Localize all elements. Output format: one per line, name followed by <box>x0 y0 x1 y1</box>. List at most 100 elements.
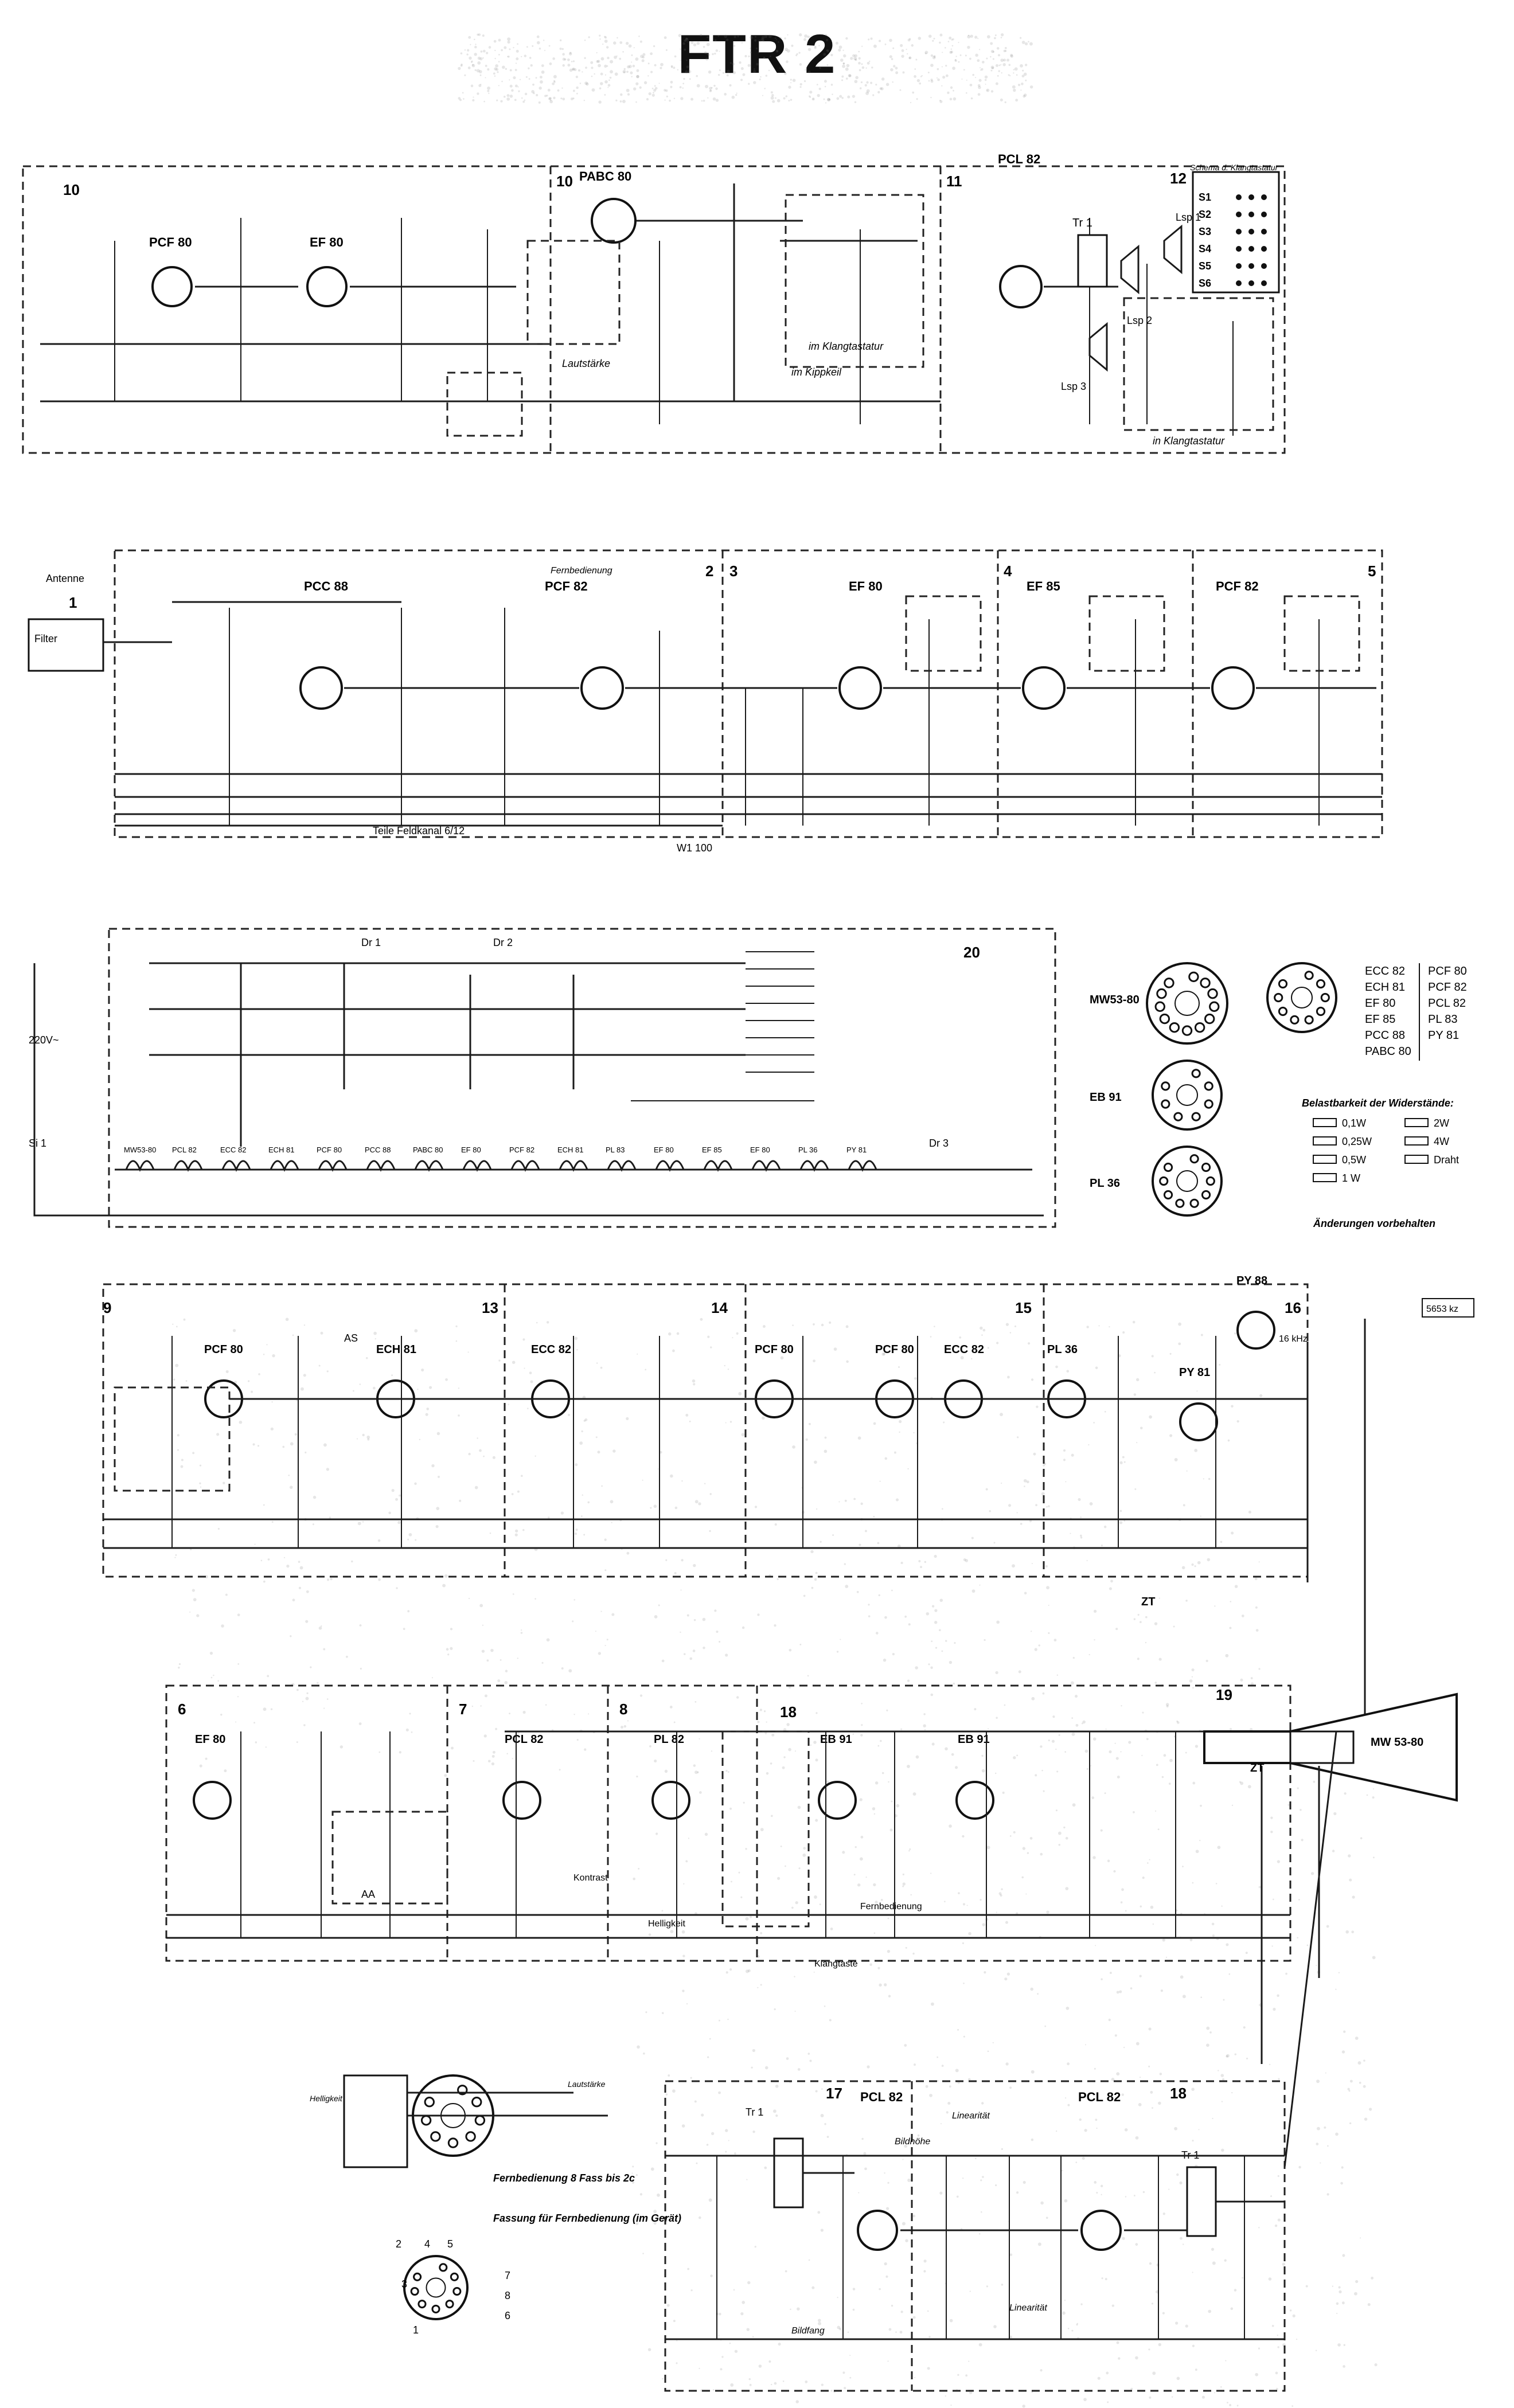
tube-type-label: PCL 82 <box>1428 997 1466 1010</box>
socket-pin <box>1191 1112 1201 1121</box>
stage-number: 2 <box>705 562 713 580</box>
socket-pin <box>1164 978 1174 988</box>
section-vertical: 17 18 PCL 82 PCL 82 Tr 1 Tr 1 Linearität… <box>664 1731 1337 2392</box>
tube-type-label: PCF 82 <box>1428 981 1467 994</box>
tube-type-label: PY 81 <box>1428 1029 1459 1042</box>
key-dot <box>1236 280 1242 286</box>
heater-tube-label: PL 83 <box>606 1146 625 1154</box>
socket-pin <box>465 2131 476 2142</box>
key-row-label: S3 <box>1199 226 1211 237</box>
socket-pin <box>1189 1198 1199 1208</box>
socket-pin <box>1161 1081 1170 1091</box>
heater-element <box>559 1160 588 1172</box>
video-tube <box>1179 1402 1218 1441</box>
socket-pin <box>1159 1176 1169 1186</box>
tube-label: PCL 82 <box>860 2090 903 2104</box>
legend-swatch <box>1313 1118 1337 1127</box>
tube-label: PCL 82 <box>998 152 1040 166</box>
legend-label: Draht <box>1434 1154 1459 1166</box>
socket-pin <box>420 2115 432 2126</box>
heater-element <box>462 1160 492 1172</box>
stage-number: 9 <box>103 1299 111 1316</box>
annotation: Teile Feldkanal 6/12 <box>373 825 465 836</box>
socket-pin <box>1204 1099 1213 1109</box>
speaker-label: Lsp 2 <box>1127 315 1152 326</box>
socket-pin <box>1304 1015 1314 1025</box>
socket-pin <box>452 2286 462 2296</box>
key-dot <box>1236 263 1242 269</box>
revision-note: Änderungen vorbehalten <box>1313 1218 1435 1229</box>
pin-label: 1 <box>413 2324 419 2336</box>
socket-pin <box>1189 1154 1199 1164</box>
crt-yoke <box>1289 1730 1355 1764</box>
annotation: Tr 1 <box>746 2106 763 2118</box>
socket-pin <box>1154 1001 1165 1012</box>
socket-pin <box>1159 1013 1170 1025</box>
socket-pin <box>1161 1099 1170 1109</box>
heater-tube-label: PCL 82 <box>172 1146 197 1154</box>
speaker-icon <box>1163 224 1183 275</box>
key-dot <box>1261 229 1267 234</box>
key-dot <box>1248 212 1254 217</box>
heater-element <box>510 1160 540 1172</box>
sync-tube <box>818 1781 857 1820</box>
socket-label: EB 91 <box>1090 1091 1122 1104</box>
tube-label: PABC 80 <box>579 169 631 183</box>
heater-tube-label: MW53-80 <box>124 1146 156 1154</box>
key-row-label: S5 <box>1199 260 1211 272</box>
tube-type-label: PL 83 <box>1428 1013 1458 1026</box>
key-dot <box>1236 212 1242 217</box>
socket-pin <box>431 2304 440 2313</box>
socket-pin <box>1316 1006 1326 1017</box>
heater-element <box>221 1160 251 1172</box>
mains-label: 220V~ <box>29 1034 59 1046</box>
heater-element <box>655 1160 685 1172</box>
filter-label: Filter <box>34 633 57 644</box>
socket-pin <box>1163 1162 1173 1172</box>
stage-number: 18 <box>1170 2085 1187 2102</box>
socket-pin <box>430 2131 441 2142</box>
speaker-label: Lsp 3 <box>1061 381 1086 392</box>
key-table-title: Schema d. Klangtastatur <box>1190 163 1279 172</box>
choke-label: Dr 2 <box>493 937 513 948</box>
socket-pin <box>1209 1001 1220 1012</box>
heater-element <box>318 1160 348 1172</box>
tube-label: PCF 80 <box>755 1343 794 1356</box>
socket-pin <box>1200 978 1211 988</box>
annotation: Fernbedienung 8 Fass bis 2c <box>493 2172 635 2184</box>
speaker-icon <box>1088 322 1108 372</box>
annotation: Fernbedienung <box>860 1902 922 1911</box>
stage-number: 12 <box>1170 170 1187 187</box>
socket-pin <box>1290 1015 1300 1025</box>
stage-number: 17 <box>826 2085 842 2102</box>
annotation: Linearität <box>952 2111 990 2121</box>
socket-pin <box>1204 1013 1215 1025</box>
annotation: Klangtaste <box>814 1959 858 1969</box>
stage-number: 19 <box>1216 1686 1232 1703</box>
tube-label: PCF 80 <box>204 1343 243 1356</box>
key-dot <box>1261 263 1267 269</box>
key-dot <box>1248 280 1254 286</box>
tube-label: ECH 81 <box>376 1343 416 1356</box>
socket-center <box>1176 1084 1198 1106</box>
antenna-filter <box>28 618 104 672</box>
annotation: Bildhöhe <box>895 2137 930 2147</box>
tube-type-label: EF 80 <box>1365 997 1395 1010</box>
heater-tube-label: ECH 81 <box>557 1146 584 1154</box>
heater-tube-label: EF 80 <box>461 1146 481 1154</box>
tube-label: EF 80 <box>310 235 344 249</box>
tube-type-label: EF 85 <box>1365 1013 1395 1026</box>
socket-center <box>426 2277 446 2298</box>
heater-tube-label: ECH 81 <box>268 1146 295 1154</box>
tube-socket <box>1266 962 1337 1033</box>
tube-label: PL 36 <box>1047 1343 1078 1356</box>
stage-frame-vertical <box>664 2080 1286 2392</box>
tube-label: EF 80 <box>849 579 883 593</box>
key-dot <box>1261 280 1267 286</box>
stage-number: 5 <box>1368 562 1376 580</box>
tube-socket <box>1152 1146 1223 1217</box>
